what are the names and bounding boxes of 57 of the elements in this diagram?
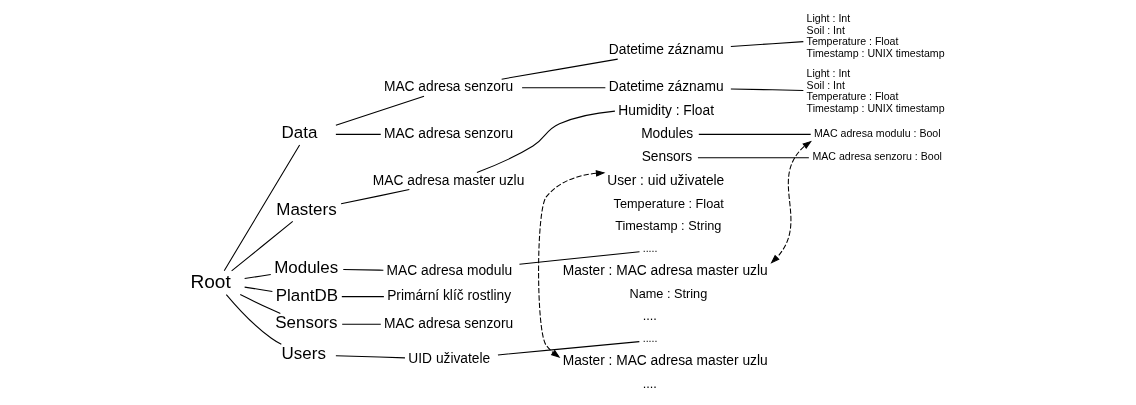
- connector: [521, 87, 606, 89]
- node-text: Light : Int Soil : Int Temperature : Float Timestamp : UNIX timestamp: [806, 67, 945, 115]
- connector: [334, 355, 405, 359]
- node-text: Masters: [275, 199, 337, 219]
- connector: [334, 133, 381, 135]
- connector: [230, 220, 293, 272]
- connector: [496, 341, 640, 356]
- connector: [475, 110, 615, 174]
- node-text: Data: [281, 123, 317, 143]
- connector: [243, 286, 273, 292]
- node-text: MAC adresa senzoru: [383, 315, 513, 331]
- node-text: Sensors: [274, 313, 337, 333]
- arrow: [537, 170, 605, 359]
- connector: [500, 58, 618, 80]
- node-text: .....: [642, 331, 657, 344]
- node-text: Datetime záznamu: [608, 79, 724, 95]
- label: Temperature : Float: [613, 195, 724, 211]
- connector: [342, 269, 384, 271]
- node-text: MAC adresa senzoru : Bool: [811, 150, 942, 163]
- node-text: Users: [281, 343, 326, 363]
- node-text: Master : MAC adresa master uzlu: [562, 352, 768, 368]
- connector: [340, 296, 384, 298]
- connector: [696, 157, 809, 159]
- node-text: Sensors: [641, 149, 692, 165]
- connector: [697, 133, 811, 135]
- arrow: [769, 140, 812, 264]
- connector: [239, 294, 281, 314]
- node-text: Humidity : Float: [617, 102, 714, 118]
- connector: [225, 294, 282, 345]
- label: ....: [642, 375, 657, 391]
- node-text: MAC adresa modulu: [386, 262, 512, 278]
- node-text: Modules: [640, 125, 693, 141]
- node-text: Datetime záznamu: [608, 42, 724, 58]
- node-text: Root: [189, 270, 231, 292]
- connector: [340, 189, 410, 205]
- connector: [518, 251, 640, 265]
- connector: [341, 323, 381, 325]
- connector: [223, 144, 300, 272]
- node-text: UID uživatele: [407, 350, 490, 366]
- node-text: Primární klíč rostliny: [386, 288, 511, 304]
- node-text: Master : MAC adresa master uzlu: [562, 262, 768, 278]
- node-text: .....: [642, 241, 657, 254]
- node-text: Light : Int Soil : Int Temperature : Float Timestamp : UNIX timestamp: [806, 11, 945, 59]
- label: Timestamp : String: [614, 217, 721, 233]
- label: Name : String: [628, 285, 707, 301]
- connector: [334, 95, 425, 126]
- node-text: User : uid uživatele: [606, 172, 724, 188]
- label: ....: [642, 308, 657, 324]
- node-text: Modules: [273, 258, 338, 278]
- node-text: MAC adresa senzoru: [383, 125, 513, 141]
- node-text: MAC adresa master uzlu: [372, 172, 524, 188]
- connector: [729, 88, 804, 91]
- node-text: PlantDB: [275, 285, 338, 305]
- connector: [243, 273, 271, 280]
- node-text: MAC adresa modulu : Bool: [813, 127, 941, 140]
- node-text: MAC adresa senzoru: [383, 79, 513, 95]
- connector: [729, 41, 804, 47]
